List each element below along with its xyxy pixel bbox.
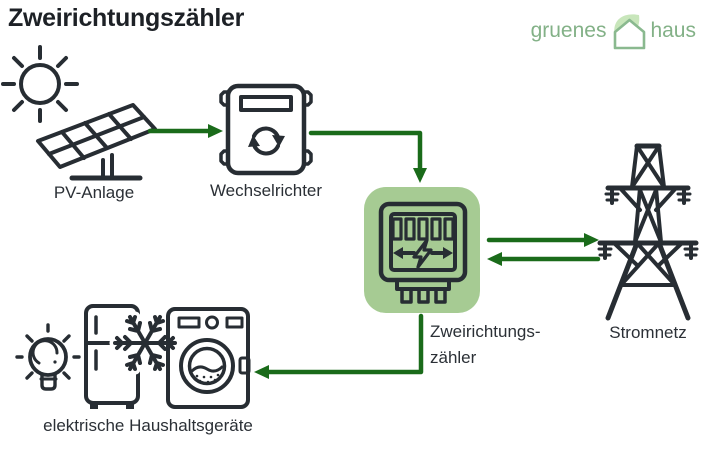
label-haushaltsgeraete: elektrische Haushaltsgeräte <box>43 416 253 435</box>
transmission-tower-icon <box>597 143 699 321</box>
logo-word-1: gruenes <box>530 19 607 42</box>
arrow-inverter-to-meter <box>308 130 423 172</box>
bidirectional-meter-icon <box>364 187 480 313</box>
label-zweirichtungszaehler-line1: Zweirichtungs- <box>430 322 541 341</box>
arrow-meter-to-appliances <box>265 313 424 375</box>
lightbulb-icon <box>15 323 81 391</box>
solar-panel-icon <box>36 103 157 181</box>
label-pv-anlage: PV-Anlage <box>53 183 135 202</box>
arrow-heads <box>208 124 599 379</box>
page-title: Zweirichtungszähler <box>8 4 245 32</box>
logo-word-2: haus <box>650 19 696 42</box>
house-leaf-logo-icon <box>614 14 646 50</box>
label-wechselrichter: Wechselrichter <box>209 181 323 200</box>
inverter-icon <box>219 83 313 176</box>
flow-arrows <box>147 128 601 375</box>
label-zweirichtungszaehler: Zweirichtungs- zähler <box>430 319 570 371</box>
label-stromnetz: Stromnetz <box>609 323 687 342</box>
label-zweirichtungszaehler-line2: zähler <box>430 348 477 367</box>
snowflake-icon <box>109 311 181 375</box>
washing-machine-icon <box>166 307 251 409</box>
sun-icon <box>1 45 79 123</box>
brand-logo: gruenes haus <box>531 10 696 52</box>
